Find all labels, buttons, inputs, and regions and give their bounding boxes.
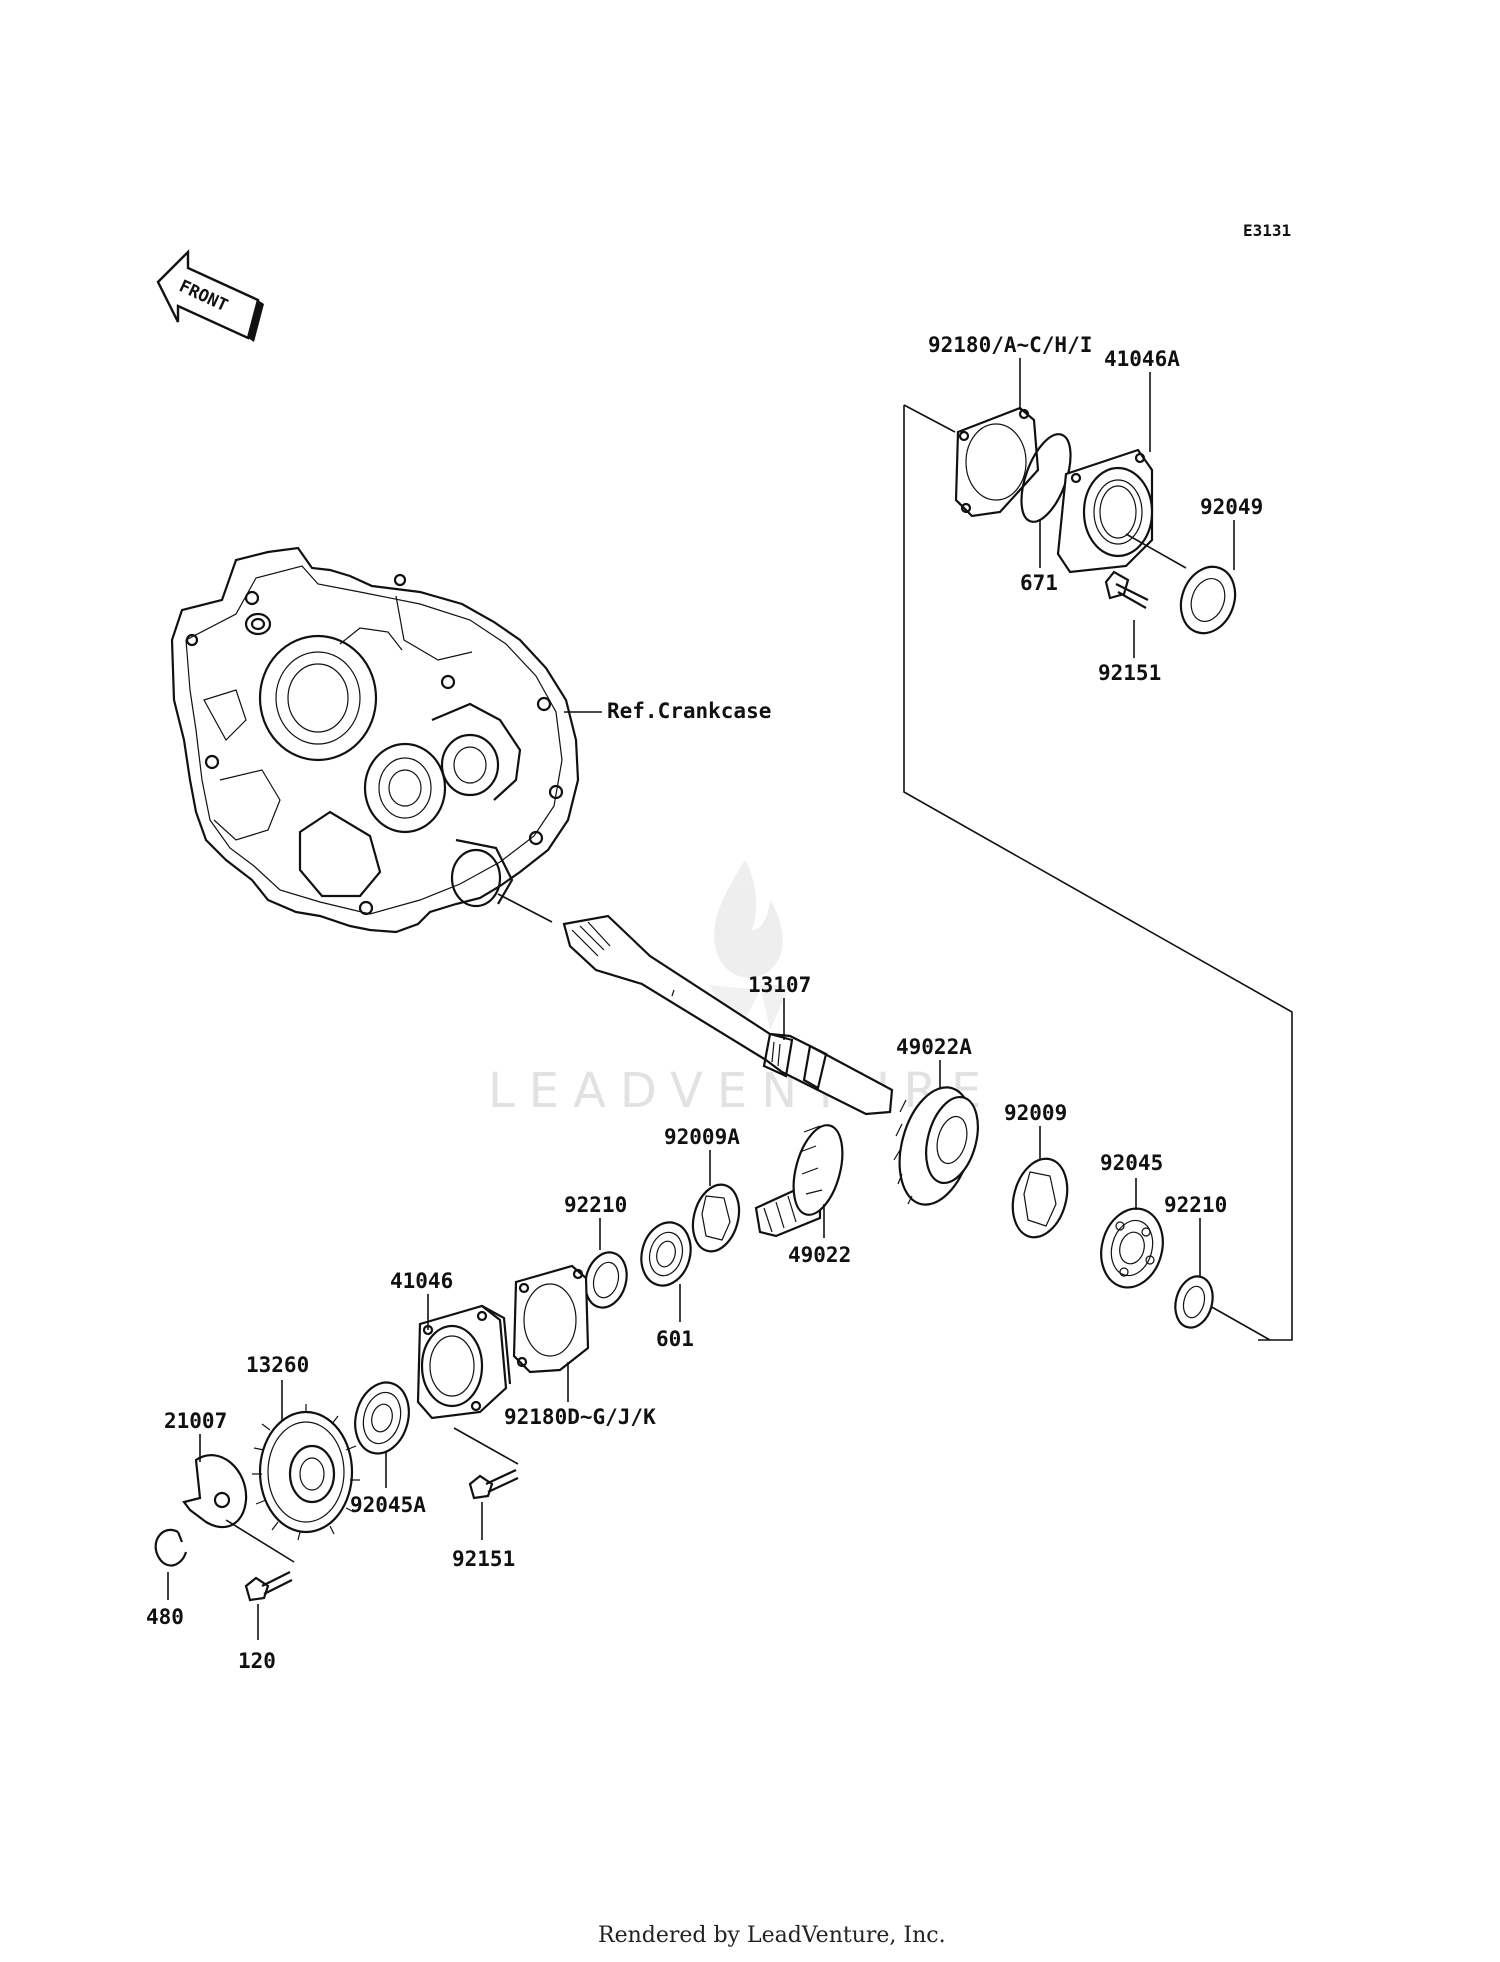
label-601: 601: [656, 1327, 694, 1351]
part-screw-120: [244, 1571, 293, 1602]
label-41046: 41046: [390, 1269, 453, 1293]
diagram-code: E3131: [1243, 221, 1291, 240]
label-92210-left: 92210: [564, 1193, 627, 1217]
part-plate-21007: [182, 1454, 248, 1529]
part-gasket-upper: [954, 406, 1040, 518]
label-92045a: 92045A: [350, 1493, 426, 1517]
part-circlip-480: [154, 1528, 188, 1567]
flame-logo-icon: [710, 860, 790, 1040]
part-housing-41046: [416, 1304, 512, 1420]
ref-crankcase-label: Ref.Crankcase: [607, 699, 771, 723]
part-bolt-92151-bottom: [468, 1469, 519, 1500]
part-bearing-92045a: [354, 1381, 410, 1455]
bracket-top-leader: [903, 404, 956, 433]
footer-credit: Rendered by LeadVenture, Inc.: [598, 1923, 946, 1948]
label-92045: 92045: [1100, 1151, 1163, 1175]
label-13107: 13107: [748, 973, 811, 997]
part-bolt-92151-top: [1104, 570, 1149, 609]
assembly-bracket-right: [903, 405, 1293, 1341]
label-92210-right: 92210: [1164, 1193, 1227, 1217]
part-pinion-49022: [754, 1124, 844, 1238]
label-49022: 49022: [788, 1243, 851, 1267]
part-shim-92009a: [691, 1183, 741, 1253]
part-bearing-601: [640, 1221, 692, 1287]
part-seal-92210-right: [1174, 1275, 1214, 1329]
label-92049: 92049: [1200, 495, 1263, 519]
part-seal-92210-left: [584, 1251, 628, 1309]
label-92180-d: 92180D~G/J/K: [504, 1405, 656, 1429]
bracket-bottom-leader: [1209, 1305, 1271, 1341]
watermark-text: LEADVENTURE: [488, 1063, 995, 1119]
label-41046a: 41046A: [1104, 347, 1180, 371]
part-housing-41046a: [1056, 448, 1154, 574]
part-seal-92049: [1179, 565, 1237, 635]
label-120: 120: [238, 1649, 276, 1673]
part-gear-13260: [252, 1404, 360, 1541]
label-671: 671: [1020, 571, 1058, 595]
label-21007: 21007: [164, 1409, 227, 1433]
label-480: 480: [146, 1605, 184, 1629]
label-92151-top: 92151: [1098, 661, 1161, 685]
crankcase-drawing: [170, 546, 602, 934]
watermark: LEADVENTURE: [488, 860, 995, 1119]
part-gasket-lower: [512, 1264, 590, 1374]
part-gear-49022a: [893, 1086, 979, 1206]
front-arrow-icon: FRONT: [156, 249, 264, 342]
part-bearing-92045: [1100, 1207, 1164, 1289]
label-92180-a: 92180/A~C/H/I: [928, 333, 1092, 357]
label-13260: 13260: [246, 1353, 309, 1377]
part-shim-92009: [1011, 1157, 1069, 1239]
label-49022a: 49022A: [896, 1035, 972, 1059]
label-92009: 92009: [1004, 1101, 1067, 1125]
ref-leader-line: [497, 893, 553, 923]
label-92151-bottom: 92151: [452, 1547, 515, 1571]
label-92009a: 92009A: [664, 1125, 740, 1149]
